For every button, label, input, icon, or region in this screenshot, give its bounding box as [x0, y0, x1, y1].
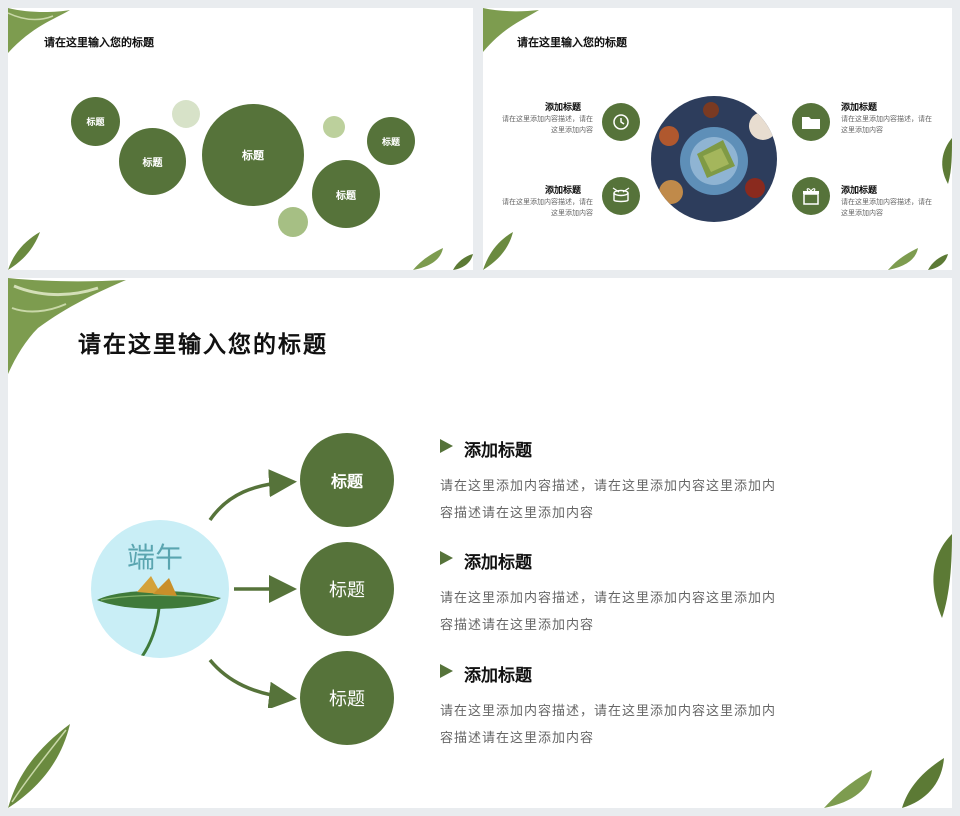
node-title[interactable]: 标题 [300, 433, 394, 527]
leaf-decoration-icon [8, 232, 40, 270]
item-description: 请在这里添加内容描述，请在这里添加内容这里添加内容描述请在这里添加内容 [440, 479, 777, 521]
gift-icon [803, 188, 819, 205]
node-title[interactable]: 标题 [300, 542, 394, 636]
item-description: 请在这里添加内容描述，请在这里添加内容这里添加内容描述请在这里添加内容 [440, 704, 777, 746]
item-description: 请在这里添加内容描述，请在这里添加内容 [502, 115, 593, 134]
item-description: 请在这里添加内容描述，请在这里添加内容 [841, 115, 932, 134]
item-icon-button[interactable] [602, 103, 640, 141]
decorative-bubble [172, 100, 200, 128]
leaf-decoration-icon [483, 8, 539, 52]
slide-thumbnail-1[interactable]: 请在这里输入您的标题 标题 标题 标题 标题 标题 [8, 8, 473, 270]
item-title: 添加标题 [464, 441, 532, 461]
leaf-decoration-icon [824, 758, 944, 808]
slide-main[interactable]: 请在这里输入您的标题 端午 标题 标题 标题 添加标题 请在这里添加内容描述，请… [8, 278, 952, 808]
item-icon-button[interactable] [792, 103, 830, 141]
item-title: 添加标题 [545, 103, 582, 113]
item-title: 添加标题 [841, 186, 878, 196]
lotus-leaf-zongzi-icon [97, 576, 221, 658]
leaf-decoration-icon [933, 534, 952, 618]
bubble-title[interactable]: 标题 [202, 104, 304, 206]
page-title: 请在这里输入您的标题 [517, 36, 627, 49]
item-icon-button[interactable] [792, 177, 830, 215]
item-description: 请在这里添加内容描述，请在这里添加内容这里添加内容描述请在这里添加内容 [440, 591, 777, 633]
node-title[interactable]: 标题 [300, 651, 394, 745]
slide-thumbnail-2[interactable]: 请在这里输入您的标题 添加标题 请在这里添加内容描述，请在这里添加内容 添加标题… [483, 8, 952, 270]
clock-icon [613, 114, 629, 130]
item-title: 添加标题 [545, 186, 582, 196]
leaf-decoration-icon [888, 248, 948, 270]
item-description: 请在这里添加内容描述，请在这里添加内容 [841, 198, 932, 217]
folder-icon [802, 117, 820, 129]
bullet-triangle-icon [440, 664, 453, 678]
item-title: 添加标题 [464, 553, 532, 573]
logo-text: 端午 [127, 541, 184, 574]
page-title: 请在这里输入您的标题 [78, 331, 328, 358]
bubble-title[interactable]: 标题 [367, 117, 415, 165]
flow-arrows [208, 469, 297, 708]
bullet-triangle-icon [440, 439, 453, 453]
leaf-decoration-icon [483, 232, 513, 270]
page-title: 请在这里输入您的标题 [44, 36, 154, 49]
drum-icon [612, 187, 630, 203]
bubble-title[interactable]: 标题 [119, 128, 186, 195]
zongzi-photo-image [651, 96, 777, 222]
leaf-decoration-icon [8, 724, 70, 808]
item-icon-button[interactable] [602, 177, 640, 215]
bubble-title[interactable]: 标题 [71, 97, 120, 146]
bubble-title[interactable]: 标题 [312, 160, 380, 228]
leaf-decoration-icon [413, 248, 473, 270]
decorative-bubble [278, 207, 308, 237]
leaf-decoration-icon [8, 8, 70, 53]
bullet-triangle-icon [440, 551, 453, 565]
item-title: 添加标题 [841, 103, 878, 113]
decorative-bubble [323, 116, 345, 138]
dragon-boat-logo: 端午 [91, 520, 229, 658]
item-description: 请在这里添加内容描述，请在这里添加内容 [502, 198, 593, 217]
leaf-decoration-icon [942, 138, 952, 184]
item-title: 添加标题 [464, 666, 532, 686]
leaf-decoration-icon [8, 278, 126, 374]
